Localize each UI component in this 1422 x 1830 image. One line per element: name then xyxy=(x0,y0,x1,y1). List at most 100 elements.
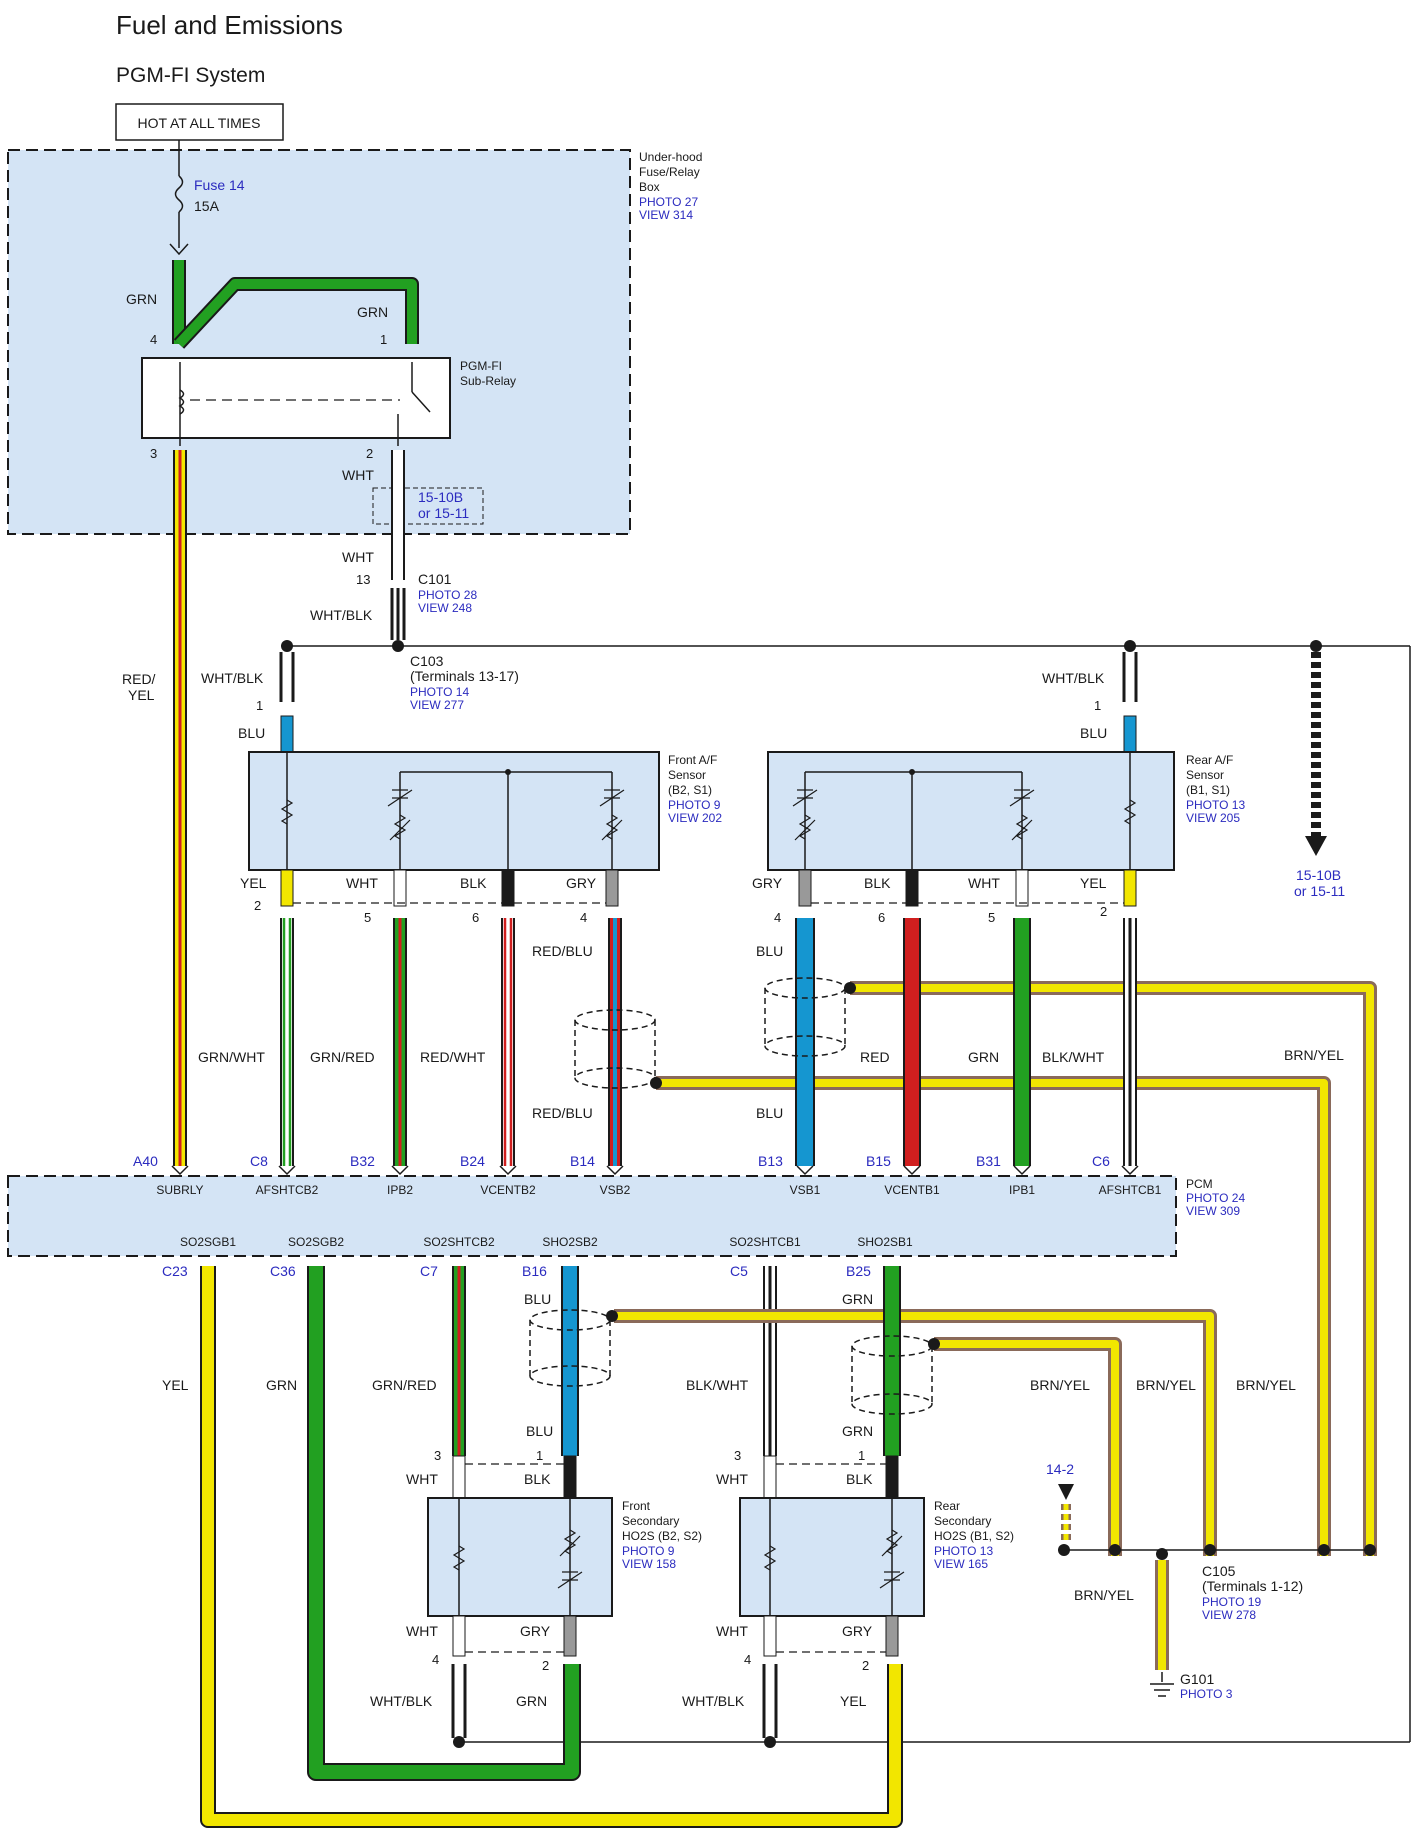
pcm-term-afshtcb1: AFSHTCB1 xyxy=(1099,1183,1162,1197)
pcm-view: VIEW 309 xyxy=(1186,1204,1240,1218)
fuse-14-rating: 15A xyxy=(194,198,220,214)
front-af-node xyxy=(505,769,511,775)
front-ho2s-wht-bot: WHT xyxy=(406,1623,438,1639)
lower-label-grn-red: GRN/RED xyxy=(372,1377,437,1393)
front-af-cell-icon-2 xyxy=(599,789,625,807)
pcm-term-vsb1: VSB1 xyxy=(790,1183,821,1197)
label-brn-yel-mid: BRN/YEL xyxy=(1284,1047,1344,1063)
rear-af-cell-icon-1 xyxy=(792,789,818,807)
c105-node-2 xyxy=(1109,1544,1121,1556)
pcm-pin-c7: C7 xyxy=(420,1263,438,1279)
rear-af-gry-stub xyxy=(798,869,812,907)
front-af-pin-2: 2 xyxy=(254,898,261,913)
lower-label-brn-yel-3: BRN/YEL xyxy=(1236,1377,1296,1393)
front-ho2s-name-1: Front xyxy=(622,1499,651,1513)
c101-wire-top: WHT xyxy=(342,549,374,565)
front-af-gry-stub xyxy=(605,869,619,907)
rear-ho2s-gry-stub xyxy=(885,1615,899,1657)
pcm-pin-c23: C23 xyxy=(162,1263,188,1279)
label-red-blu-bot: RED/BLU xyxy=(532,1105,593,1121)
pcm-pin-a40: A40 xyxy=(133,1153,158,1169)
lower-label-blu-top: BLU xyxy=(524,1291,551,1307)
fuse-14-name: Fuse 14 xyxy=(194,177,245,193)
g101-photo: PHOTO 3 xyxy=(1180,1687,1233,1701)
rear-af-label-yel: YEL xyxy=(1080,875,1107,891)
relay-wire1-label: GRN xyxy=(357,304,388,320)
rear-ho2s-name-2: Secondary xyxy=(934,1514,991,1528)
pcm-term-vcentb2: VCENTB2 xyxy=(480,1183,536,1197)
ref-14-2-arrow xyxy=(1058,1484,1074,1500)
c105-node-1 xyxy=(1058,1544,1070,1556)
front-ho2s-heater-icon xyxy=(452,1545,466,1571)
pcm-pin-c6: C6 xyxy=(1092,1153,1110,1169)
rear-ho2s-name-3: HO2S (B1, S2) xyxy=(934,1529,1014,1543)
front-af-top-pin: 1 xyxy=(256,698,263,713)
relay-wire4-label: GRN xyxy=(126,291,157,307)
front-ho2s-gry-stub xyxy=(563,1615,577,1657)
splice-c103 xyxy=(392,640,404,652)
c105-ground-node xyxy=(1156,1548,1168,1560)
front-af-name-2: Sensor xyxy=(668,768,706,782)
front-ho2s-pin3: 3 xyxy=(434,1448,441,1463)
ground-icon xyxy=(1150,1672,1174,1697)
rear-af-blu-label: BLU xyxy=(1080,725,1107,741)
pcm-pin-b16: B16 xyxy=(522,1263,547,1279)
c101-name: C101 xyxy=(418,571,452,587)
fuse-box-name-1: Under-hood xyxy=(639,150,702,164)
pcm-term-sho2sb1: SHO2SB1 xyxy=(857,1235,913,1249)
lower-label-blu-bot: BLU xyxy=(526,1423,553,1439)
label-blu-top: BLU xyxy=(756,943,783,959)
c105-photo: PHOTO 19 xyxy=(1202,1595,1261,1609)
fuse-box-view: VIEW 314 xyxy=(639,208,693,222)
label-red-wht: RED/WHT xyxy=(420,1049,486,1065)
rear-ho2s-pin4: 4 xyxy=(744,1652,751,1667)
shield-front-ho2s-drain-node xyxy=(606,1310,618,1322)
pcm-pin-b13: B13 xyxy=(758,1153,783,1169)
front-af-sensor xyxy=(248,751,660,871)
splice-front-af xyxy=(281,640,293,652)
relay-pin4: 4 xyxy=(150,332,157,347)
pcm-pin-b14: B14 xyxy=(570,1153,595,1169)
c105-node-4 xyxy=(1318,1544,1330,1556)
rear-af-pin-4: 4 xyxy=(774,910,781,925)
rear-af-name-3: (B1, S1) xyxy=(1186,783,1230,797)
pcm-pin-c8: C8 xyxy=(250,1153,268,1169)
relay-wire2-label: WHT xyxy=(342,467,374,483)
front-af-label-blk: BLK xyxy=(460,875,487,891)
front-af-resistor-icon xyxy=(280,799,294,825)
rear-ho2s-wht-bot-stub xyxy=(763,1615,777,1657)
rear-ho2s-wht: WHT xyxy=(716,1471,748,1487)
rear-af-wht-stub xyxy=(1015,869,1029,907)
front-af-name-3: (B2, S1) xyxy=(668,783,712,797)
red-yel-label-2: YEL xyxy=(128,687,155,703)
so2sgb2-wire xyxy=(309,1266,579,1779)
pcm-term-vcentb1: VCENTB1 xyxy=(884,1183,940,1197)
front-af-wht-stub xyxy=(393,869,407,907)
pcm-photo: PHOTO 24 xyxy=(1186,1191,1245,1205)
rear-ho2s-pin2: 2 xyxy=(862,1658,869,1673)
front-af-label-gry: GRY xyxy=(566,875,597,891)
rear-af-blk-stub xyxy=(905,869,919,907)
pcm-border xyxy=(7,1175,1177,1257)
c105-node-5 xyxy=(1364,1544,1376,1556)
lower-label-grn: GRN xyxy=(266,1377,297,1393)
pcm-top-terminals xyxy=(171,1165,1139,1176)
label-blk-wht: BLK/WHT xyxy=(1042,1049,1105,1065)
rear-af-resistor-icon xyxy=(1123,799,1137,825)
front-af-blu-label: BLU xyxy=(238,725,265,741)
lower-label-grn-bot: GRN xyxy=(842,1423,873,1439)
rear-ho2s-varistor-icon xyxy=(881,1529,903,1557)
front-secondary-ho2s xyxy=(427,1497,613,1617)
pcm-name: PCM xyxy=(1186,1177,1213,1191)
c103-name: C103 xyxy=(410,653,444,669)
shield-drain-front-ho2s xyxy=(614,1312,1214,1556)
rear-af-photo: PHOTO 13 xyxy=(1186,798,1245,812)
front-ho2s-cell-icon xyxy=(557,1571,583,1589)
hot-at-all-times-label: HOT AT ALL TIMES xyxy=(138,115,261,131)
c105-ref: 14-2 xyxy=(1046,1461,1074,1477)
rear-af-name-2: Sensor xyxy=(1186,768,1224,782)
c101-pin: 13 xyxy=(356,572,370,587)
rear-ho2s-gry: GRY xyxy=(842,1623,873,1639)
rear-af-cell-icon-2 xyxy=(1009,789,1035,807)
relay-coil-icon xyxy=(178,389,185,415)
